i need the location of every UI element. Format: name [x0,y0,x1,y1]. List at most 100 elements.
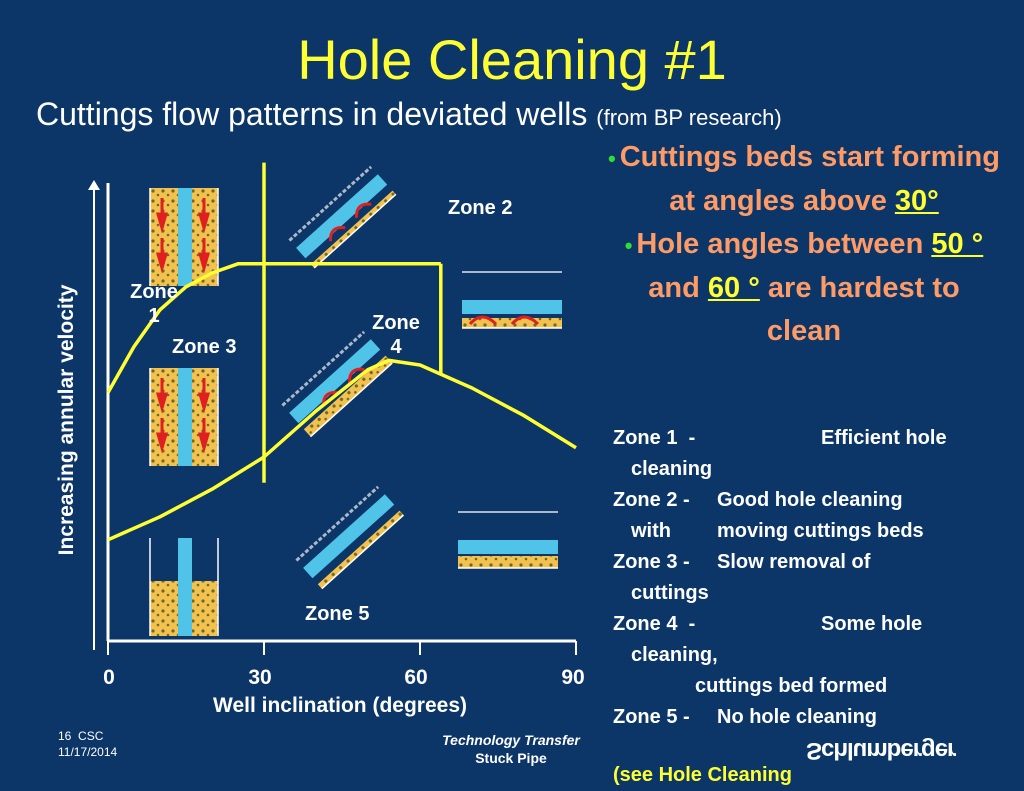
flow-arrow-icon [156,198,168,234]
flow-pattern-chart [88,162,577,655]
flow-arrow-icon [198,378,210,414]
wellbore-wall [288,165,373,242]
x-axis-label: Well inclination (degrees) [213,694,467,717]
zone-desc-2-cont: with moving cuttings beds [613,516,1013,547]
bullet-2: •Hole angles between 50 ° and 60 ° are h… [608,223,1000,353]
see-also-link[interactable]: (see Hole Cleaning [613,764,792,786]
cuttings-bed [317,510,404,589]
wellbore-wall [295,485,380,562]
x-tick-0: 0 [103,666,115,689]
drill-pipe [178,538,192,636]
bullet-1-text: Cuttings beds start forming at angles ab… [619,141,1000,217]
drill-pipe [458,540,558,554]
boundary-curve-2 [107,358,577,542]
zone-desc-4-cont2: cuttings bed formed [695,675,888,697]
boundary-curve-1 [106,262,441,394]
key-points: •Cuttings beds start forming at angles a… [608,136,1000,353]
zone-desc-2: Zone 2 - Good hole cleaning [613,485,1013,516]
zone-descriptions: Zone 1 -Efficient hole cleaning Zone 2 -… [613,423,1013,733]
footer-dept: Technology Transfer Stuck Pipe [400,731,622,767]
drill-pipe [296,174,388,259]
y-axis-arrowhead [88,180,100,190]
bullet-2-value-1: 50 ° [931,228,984,260]
zone-desc-text: Some hole [821,613,923,635]
zone-desc-key: Zone 5 - [613,706,690,728]
zone-desc-key: Zone 2 - [613,489,690,511]
cuttings-bed [458,556,558,568]
bullet-2-text: Hole angles between [636,228,932,260]
zone-desc-cont-key: with [631,520,671,542]
zone-desc-4-cont: cleaning, [631,644,718,666]
bullet-2-value-2: 60 ° [707,272,760,304]
zone-desc-text: Efficient hole [821,427,947,449]
zone-desc-text: Good hole cleaning [717,489,903,511]
zone-2-horizontal-diagram [462,271,562,329]
bullet-2-mid: and [648,272,708,304]
subtitle-text: Cuttings flow patterns in deviated wells [36,96,588,132]
footer-org: CSC [78,729,104,743]
zone-5-label: Zone 5 [305,603,370,625]
chart-marks [106,162,577,542]
flow-arrow-icon [156,418,168,454]
footer-topic: Stuck Pipe [475,750,547,766]
flow-diagrams [149,165,562,636]
cuttings-bed [303,355,393,437]
zone-1-diagram [149,188,219,286]
brand-logo: Schlumberger [806,737,956,764]
zone-5-inclined-diagram [295,485,405,590]
flow-arrow-icon [156,238,168,274]
x-tick-60: 60 [404,666,428,689]
zone-2-label: Zone 2 [448,197,513,219]
wellbore-wall [313,193,397,269]
wellbore-wall [281,330,366,407]
zone-4-diagram [281,330,393,438]
zone-desc-key: Zone 3 - [613,551,690,573]
zone-desc-key: Zone 1 - [613,427,696,449]
zone-5-horizontal-diagram [458,511,558,569]
bullet-dot-icon: • [624,233,633,258]
subtitle-note: (from BP research) [596,105,782,130]
bullet-2-end: are hardest to clean [759,272,960,347]
flow-arrow-icon [198,238,210,274]
bullet-dot-icon: • [608,146,616,171]
cuttings-bed [310,190,396,268]
bullet-1: •Cuttings beds start forming at angles a… [608,136,1000,223]
drill-pipe [289,339,381,424]
slide-title: Hole Cleaning #1 [297,28,727,91]
zone-4-label-line2: 4 [390,336,402,358]
y-axis-label: Increasing annular velocity [55,284,78,556]
page-number: 16 [58,729,72,743]
zone-desc-key: Zone 4 - [613,613,696,635]
zone-4-label-line1: Zone [372,312,420,334]
drill-pipe [178,368,192,466]
x-tick-30: 30 [248,666,272,689]
zone-desc-5: Zone 5 - No hole cleaning [613,702,1013,733]
zone-desc-text: Slow removal of [717,551,871,573]
zone-desc-1: Zone 1 - Efficient hole [613,423,1013,454]
zone-desc-cont-text: moving cuttings beds [717,520,924,542]
zone-5-vertical-diagram [149,538,219,636]
zone-desc-text: No hole cleaning [717,706,878,728]
footer-dept-name: Technology Transfer [442,732,580,748]
wellbore-wall [321,514,405,590]
bullet-1-value: 30° [894,185,939,217]
footer-meta: 16 CSC 11/17/2014 [58,728,117,760]
footer-date: 11/17/2014 [58,745,118,759]
flow-arrow-icon [198,198,210,234]
slide-subtitle: Cuttings flow patterns in deviated wells… [36,94,782,138]
chart-axes [88,180,577,655]
drill-pipe [303,494,395,579]
flow-arrow-icon [198,418,210,454]
x-tick-90: 90 [561,666,585,689]
zone-desc-3-cont: cuttings [631,582,709,604]
wellbore-wall [310,362,393,438]
drill-pipe [178,188,192,286]
zone-2-inclined-diagram [288,165,397,269]
drill-pipe [462,300,562,314]
zone-1-label-line2: 1 [148,305,160,327]
zone-desc-4: Zone 4 - Some hole [613,609,1013,640]
zone-1-label-line1: Zone [130,281,178,303]
zone-desc-3: Zone 3 - Slow removal of [613,547,1013,578]
